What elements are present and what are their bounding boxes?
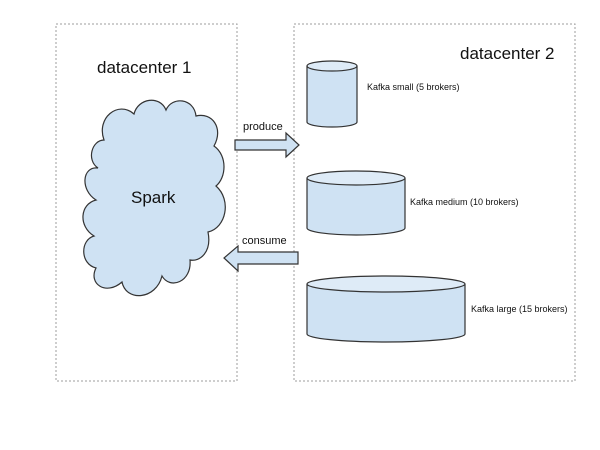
kafka-large-label: Kafka large (15 brokers) <box>471 304 568 314</box>
kafka-small-label: Kafka small (5 brokers) <box>367 82 460 92</box>
datacenter-2-box <box>293 23 576 382</box>
datacenter-2-title: datacenter 2 <box>460 44 555 63</box>
spark-label: Spark <box>131 188 176 207</box>
spark-cloud-icon <box>82 99 226 297</box>
kafka-medium-cylinder <box>306 170 406 236</box>
produce-label: produce <box>243 121 283 133</box>
kafka-large-cylinder <box>306 275 466 343</box>
produce-arrow-icon <box>234 131 300 159</box>
consume-label: consume <box>242 235 287 247</box>
datacenter-1-box <box>55 23 238 382</box>
kafka-small-cylinder <box>306 60 358 128</box>
kafka-medium-label: Kafka medium (10 brokers) <box>410 197 519 207</box>
datacenter-1-title: datacenter 1 <box>97 58 192 77</box>
consume-arrow-icon <box>223 244 299 273</box>
